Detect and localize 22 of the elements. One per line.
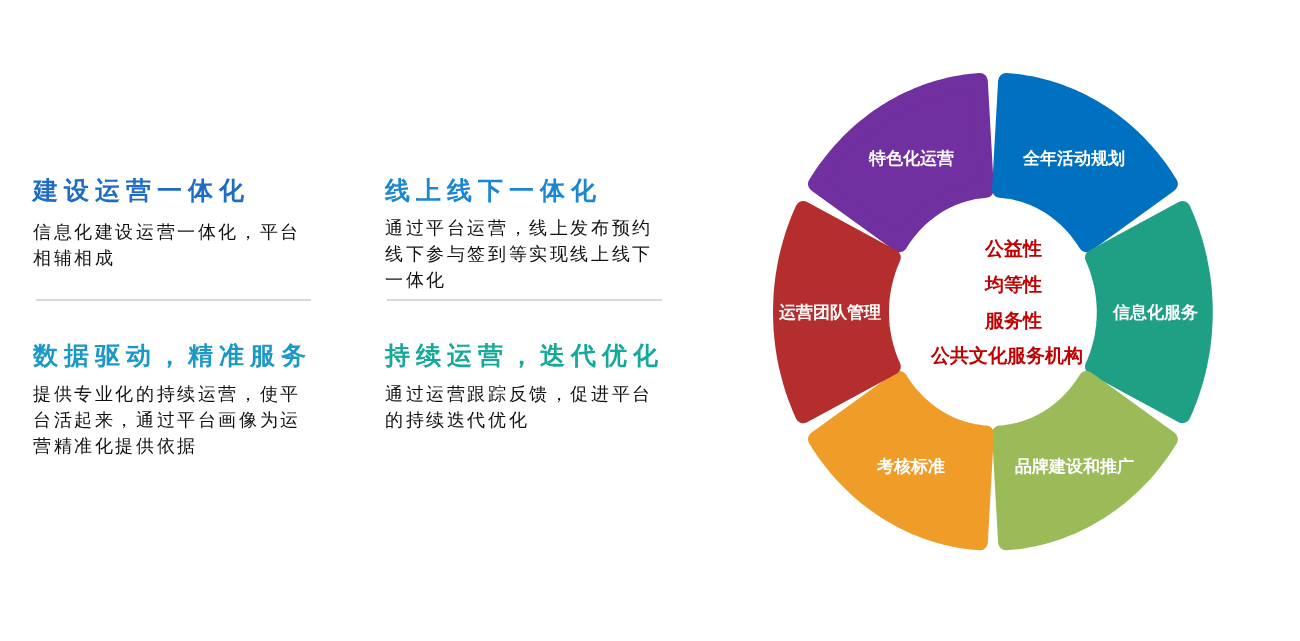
description-text: 通过平台运营，线上发布预约线下参与签到等实现线上线下一体化	[385, 217, 654, 292]
segment-label: 品牌建设和推广	[1015, 454, 1134, 478]
center-text: 公共文化服务机构	[931, 343, 1083, 368]
heading: 数据驱动，精准服务	[33, 340, 312, 372]
ring-segment	[1084, 199, 1214, 425]
center-text: 公益性	[984, 236, 1042, 261]
description-text: 信息化建设运营一体化，平台相辅相成	[33, 221, 302, 270]
center-text: 服务性	[984, 308, 1042, 333]
heading: 持续运营，迭代优化	[385, 340, 664, 372]
segment-label: 全年活动规划	[1023, 146, 1126, 170]
segment-label: 运营团队管理	[779, 300, 881, 324]
ring-segment	[772, 199, 902, 425]
center-text: 均等性	[984, 272, 1042, 297]
segment-label: 考核标准	[877, 454, 946, 478]
segment-label: 特色化运营	[869, 146, 954, 170]
heading: 线上线下一体化	[385, 175, 602, 207]
ring-segment	[990, 370, 1179, 552]
ring-segment	[807, 370, 996, 552]
description-text: 提供专业化的持续运营，使平台活起来，通过平台画像为运营精准化提供依据	[33, 383, 302, 458]
heading: 建设运营一体化	[33, 175, 250, 207]
description-text: 通过运营跟踪反馈，促进平台的持续迭代优化	[385, 383, 654, 432]
segment-label: 信息化服务	[1113, 300, 1199, 324]
